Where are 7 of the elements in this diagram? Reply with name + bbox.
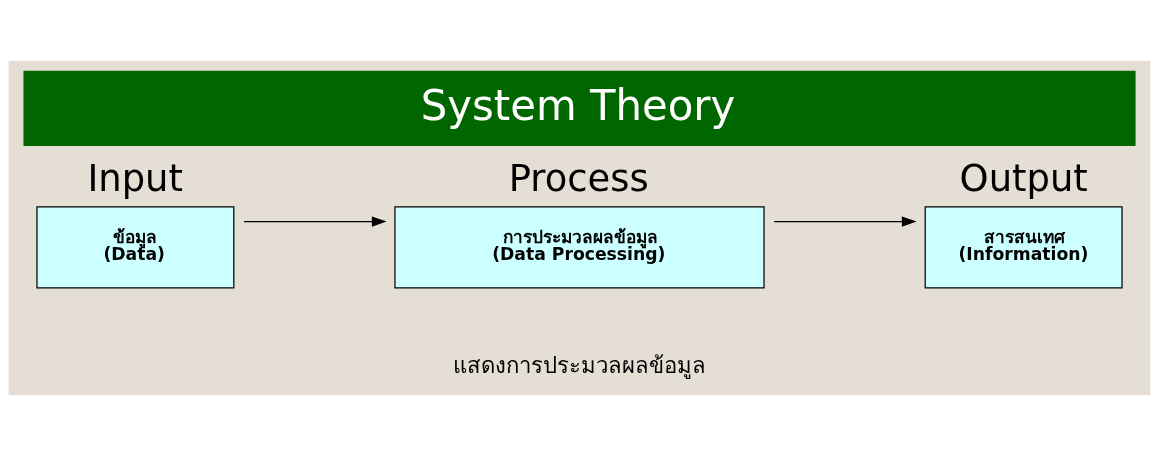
caption: แสดงการประมวลผลข้อมูล: [453, 351, 706, 378]
node-label: Process: [508, 156, 649, 200]
node-label: Output: [959, 156, 1088, 200]
diagram-title: System Theory: [420, 80, 736, 130]
arrow: [243, 215, 387, 227]
node-label: Input: [87, 156, 183, 200]
arrow: [773, 215, 917, 227]
